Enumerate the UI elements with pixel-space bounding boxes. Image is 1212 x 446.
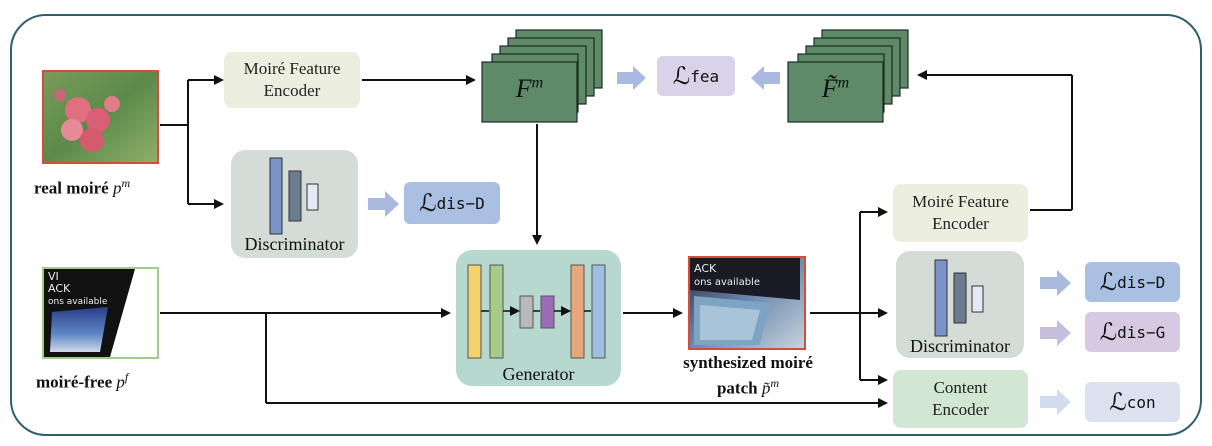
real-moire-sup: m <box>121 176 131 190</box>
disc-right-layer-2 <box>953 272 967 324</box>
disc-top-layer-3 <box>306 183 319 211</box>
synthesized-line-2-wrap: patch p̃m <box>662 373 834 399</box>
moire-free-thumb-text-3: ons available <box>48 297 108 307</box>
synthesized-line-1: synthesized moiré <box>683 353 813 372</box>
disc-top-layer-1 <box>269 157 283 235</box>
fm-tilde-sup: m <box>837 74 850 92</box>
discriminator-top-label: Discriminator <box>244 234 345 254</box>
generator-label: Generator <box>502 364 575 384</box>
encoder-top-line-1: Moiré Feature <box>243 59 341 78</box>
connectors <box>160 70 1073 408</box>
loss-dis-d-right-symbol: ℒ <box>1099 269 1118 296</box>
synthesized-moire-image: ACK ons available <box>688 256 806 350</box>
moire-free-image: VI ACK ons available <box>42 267 159 359</box>
encoder-top-line-2: Encoder <box>263 81 321 100</box>
loss-fea-sup: fea <box>690 66 720 86</box>
loss-dis-g-sup: dis−G <box>1117 322 1166 342</box>
synth-thumb-text-1: ACK <box>694 262 717 275</box>
real-moire-image <box>42 70 159 164</box>
loss-dis-g-symbol: ℒ <box>1099 319 1118 346</box>
fm-sup: m <box>531 74 544 92</box>
fm-tilde-symbol: F̃ <box>821 74 838 103</box>
gen-layer-3 <box>519 295 534 329</box>
loss-fea-symbol: ℒ <box>672 63 691 90</box>
thick-arrows <box>368 66 1071 415</box>
moire-free-text: moiré-free <box>36 372 113 392</box>
feature-map-label: Fm <box>482 74 577 104</box>
loss-dis-d-top-symbol: ℒ <box>419 190 437 217</box>
gen-layer-1 <box>467 264 482 359</box>
loss-dis-d-top-sup: dis−D <box>436 193 485 213</box>
synthesized-line-2: patch <box>716 378 758 398</box>
content-encoder-line-2: Encoder <box>932 400 989 419</box>
disc-right-layer-3 <box>971 285 984 313</box>
loss-con-sup: con <box>1126 392 1156 412</box>
feature-map-stack <box>481 29 603 123</box>
synthesized-var: p̃ <box>761 378 771 398</box>
gen-layer-2 <box>489 264 504 359</box>
moire-free-label: moiré-free pf <box>36 370 196 393</box>
content-encoder-line-1: Content <box>933 378 988 397</box>
synthesized-label: synthesized moiré patch p̃m <box>662 352 834 399</box>
synthesized-sup: m <box>770 376 780 390</box>
moire-feature-encoder-right: Moiré Feature Encoder <box>893 184 1028 242</box>
gen-layer-4 <box>540 295 555 329</box>
discriminator-right-label: Discriminator <box>910 336 1010 356</box>
gen-layer-6 <box>591 264 606 359</box>
encoder-right-line-2: Encoder <box>932 214 989 233</box>
feature-map-tilde-stack <box>787 29 909 123</box>
loss-con-symbol: ℒ <box>1109 389 1127 416</box>
moire-free-thumb-text-2: ACK <box>48 282 71 295</box>
moire-feature-encoder-top: Moiré Feature Encoder <box>224 52 360 108</box>
disc-right-layer-1 <box>934 259 948 337</box>
gen-layer-5 <box>570 264 585 359</box>
feature-map-tilde-label: F̃m <box>788 74 883 104</box>
diagram-frame <box>10 14 1202 436</box>
synth-thumb-text-2: ons available <box>694 277 760 288</box>
moire-free-thumb-text-1: VI <box>48 270 59 283</box>
real-moire-var: p <box>112 178 122 198</box>
loss-dis-d-right-sup: dis−D <box>1117 272 1166 292</box>
disc-top-layer-2 <box>288 170 302 222</box>
moire-free-var: p <box>116 372 125 392</box>
real-moire-text: real moiré <box>34 178 109 198</box>
fm-symbol: F <box>515 74 532 103</box>
real-moire-label: real moiré pm <box>34 176 194 199</box>
moire-free-sup: f <box>124 370 129 384</box>
encoder-right-line-1: Moiré Feature <box>912 192 1009 211</box>
content-encoder: Content Encoder <box>893 370 1028 428</box>
